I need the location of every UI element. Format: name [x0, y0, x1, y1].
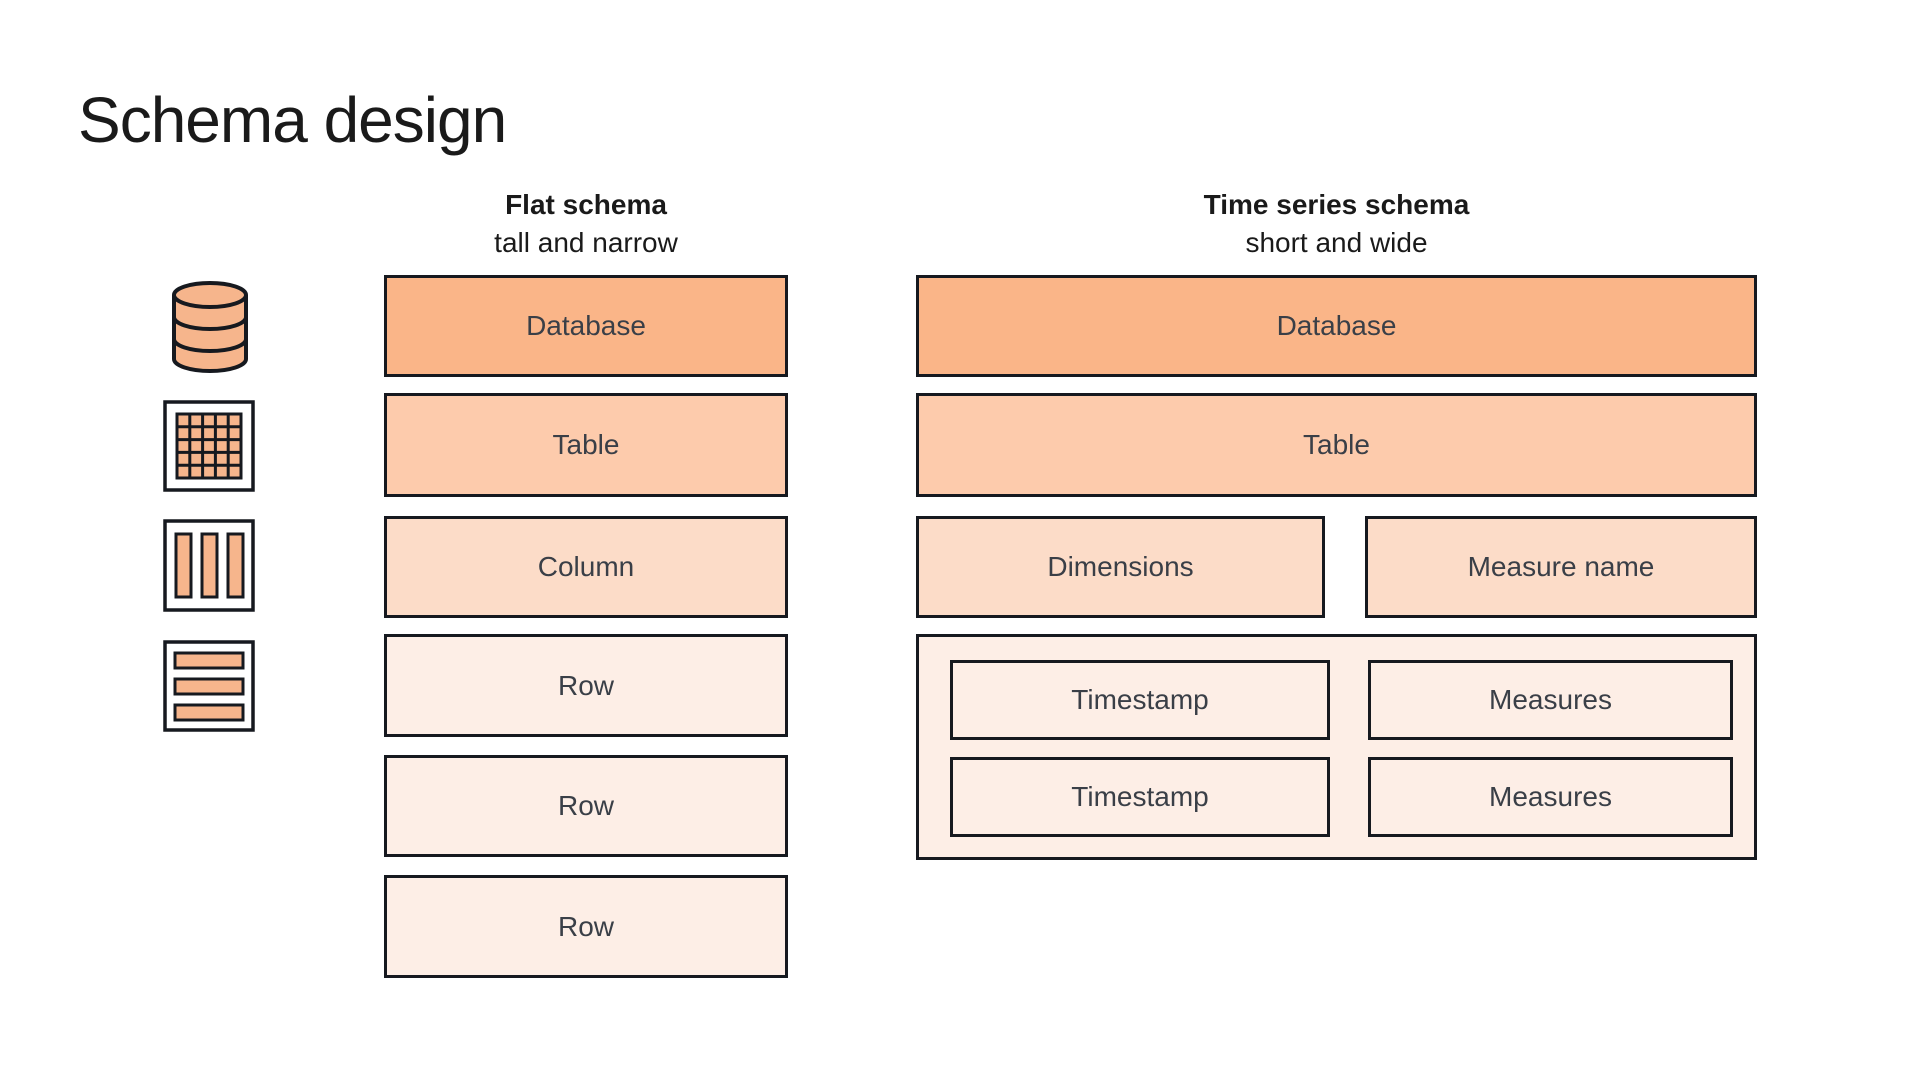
- flat-box-row-3-label: Row: [557, 910, 614, 942]
- ts-row-1-measures: Measures: [1368, 660, 1733, 740]
- time-series-heading: Time series schema: [1203, 189, 1470, 220]
- ts-row-1-measures-label: Measures: [1489, 684, 1612, 715]
- ts-box-table: Table: [916, 393, 1757, 497]
- ts-box-database: Database: [916, 275, 1757, 377]
- flat-box-database-label: Database: [526, 310, 646, 341]
- ts-row-2-timestamp: Timestamp: [950, 757, 1330, 837]
- time-series-subheading: short and wide: [1245, 227, 1428, 258]
- ts-box-database-label: Database: [1276, 310, 1397, 341]
- page-title: Schema design: [78, 84, 507, 156]
- flat-box-row-2-label: Row: [557, 790, 614, 821]
- flat-schema-subheading: tall and narrow: [494, 227, 678, 258]
- database-icon: [170, 280, 250, 379]
- row-icon: [163, 640, 255, 737]
- column-icon: [163, 519, 255, 617]
- flat-box-row-1-label: Row: [557, 669, 614, 701]
- ts-box-table-label: Table: [1303, 429, 1370, 460]
- table-icon: [163, 400, 255, 497]
- time-series-heading-block: Time series schema short and wide: [916, 186, 1757, 262]
- flat-box-database: Database: [384, 275, 788, 377]
- flat-box-row-1: Row: [384, 634, 788, 737]
- flat-box-table-label: Table: [552, 429, 620, 460]
- flat-schema-heading: Flat schema: [505, 189, 667, 220]
- flat-box-row-3: Row: [384, 875, 788, 978]
- ts-row-1-timestamp: Timestamp: [950, 660, 1330, 740]
- flat-box-column: Column: [384, 516, 788, 618]
- flat-box-table: Table: [384, 393, 788, 497]
- ts-row-1-timestamp-label: Timestamp: [1071, 684, 1209, 715]
- ts-box-measure-name-label: Measure name: [1467, 551, 1655, 582]
- ts-box-dimensions-label: Dimensions: [1047, 551, 1194, 582]
- flat-box-row-2: Row: [384, 755, 788, 857]
- flat-schema-heading-block: Flat schema tall and narrow: [384, 186, 788, 262]
- ts-row-2-measures: Measures: [1368, 757, 1733, 837]
- flat-box-column-label: Column: [537, 551, 635, 582]
- ts-row-2-measures-label: Measures: [1489, 781, 1612, 812]
- ts-box-dimensions: Dimensions: [916, 516, 1325, 618]
- ts-row-2-timestamp-label: Timestamp: [1071, 781, 1209, 812]
- ts-box-measure-name: Measure name: [1365, 516, 1757, 618]
